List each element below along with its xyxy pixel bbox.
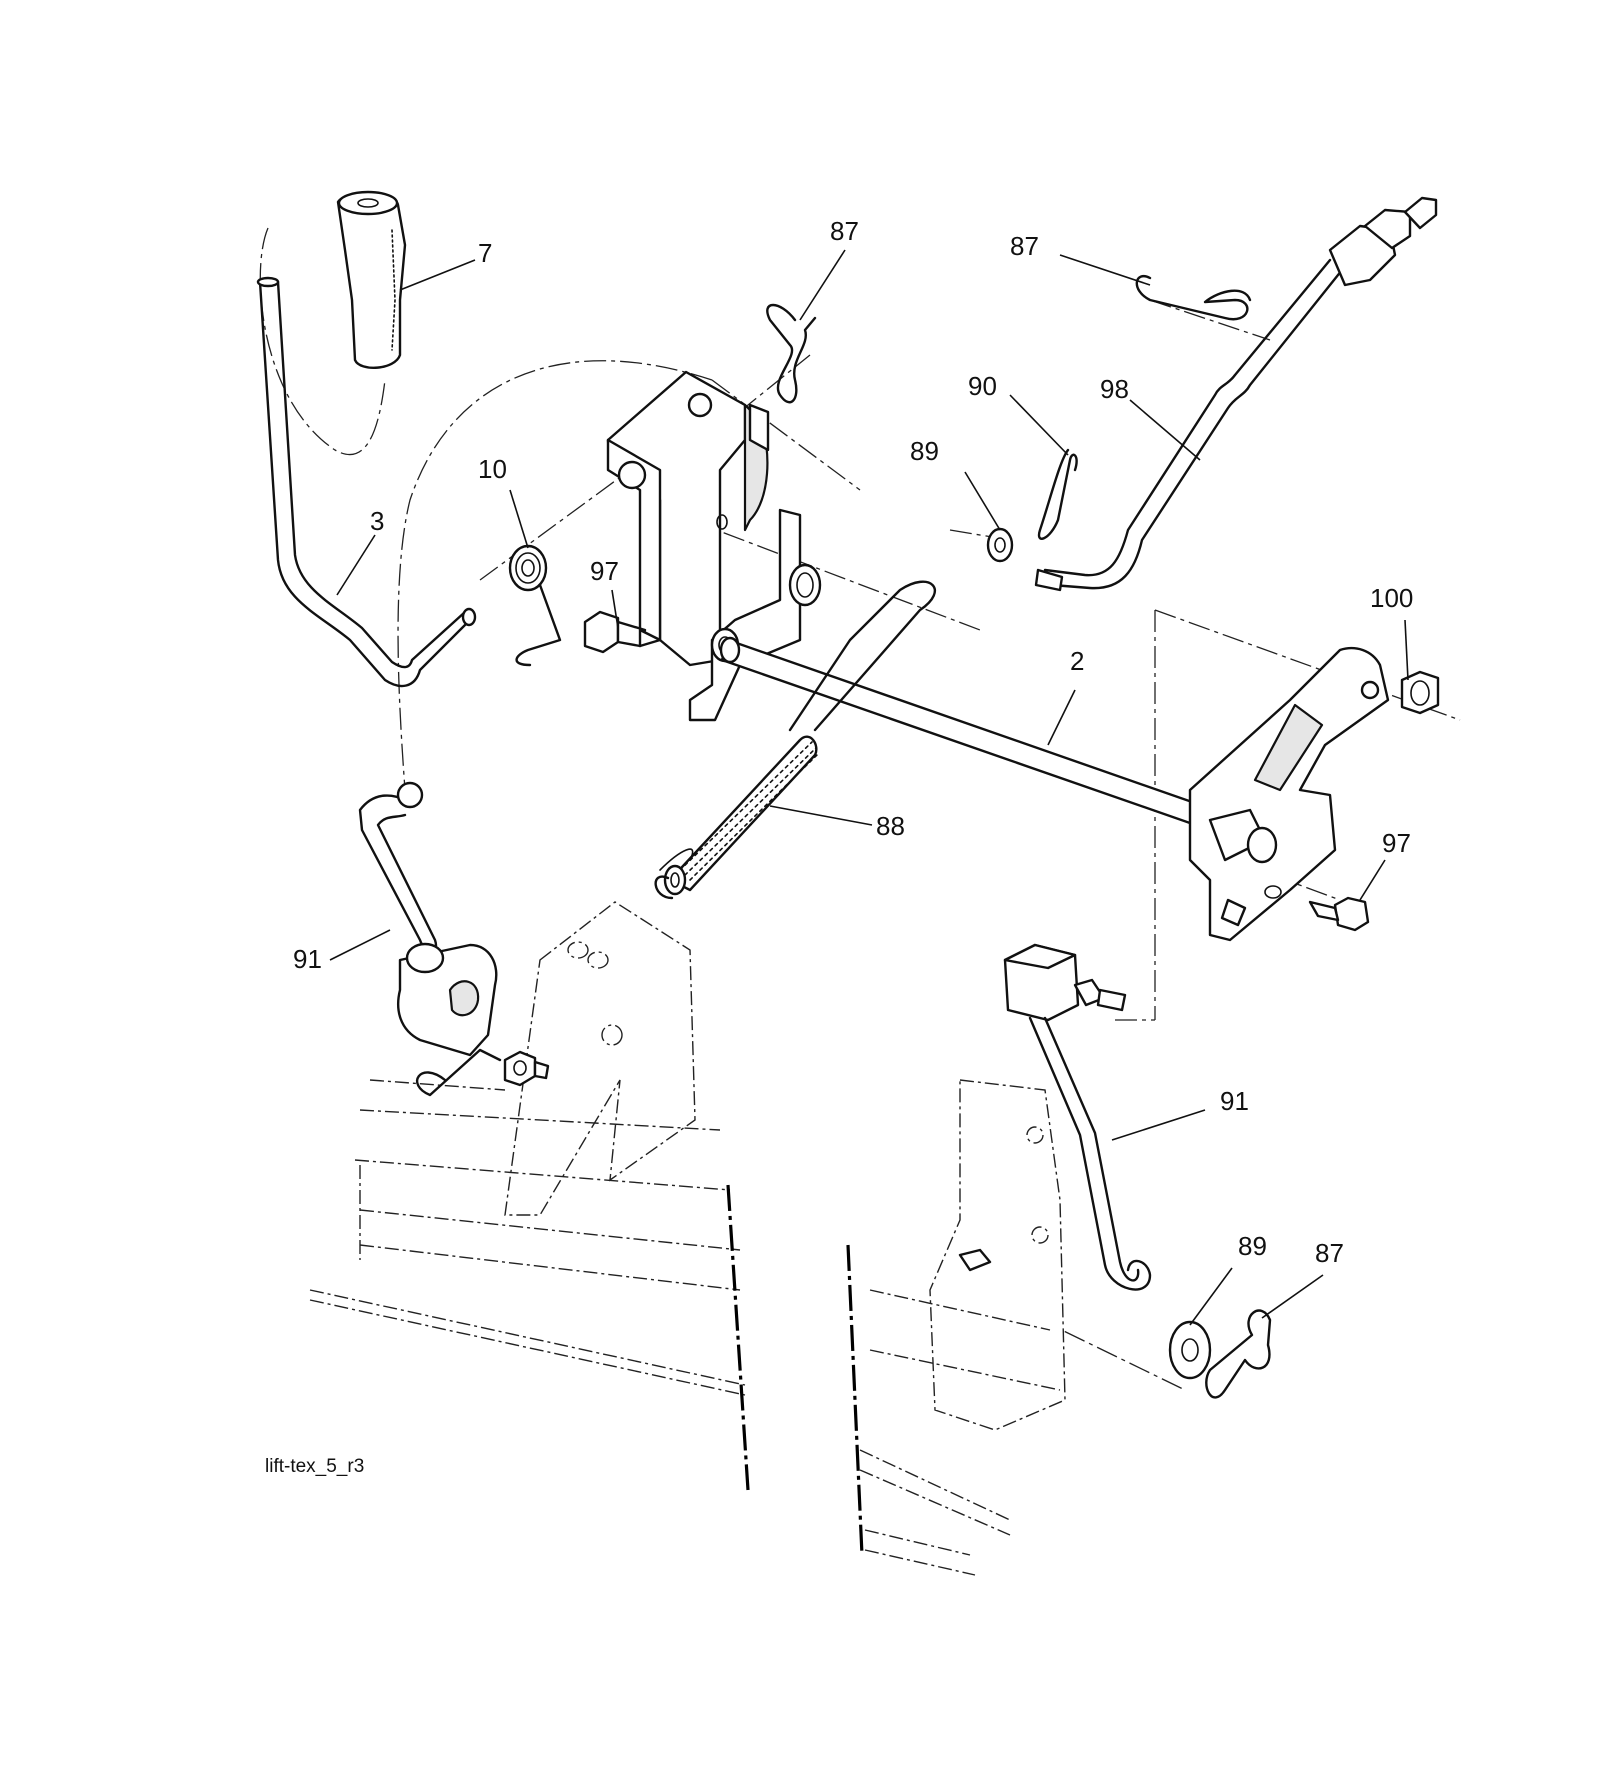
callout-88: 88: [876, 811, 905, 841]
right-lift-arm: [1188, 646, 1390, 942]
deck-frame-left-ghost: [309, 901, 750, 1491]
part-2-cross-shaft: [719, 636, 1217, 832]
part-90-cotter-pin: [1037, 448, 1078, 540]
part-97-bolt-left: [583, 610, 662, 654]
pivot-bracket: [606, 370, 770, 667]
callout-labels: 7 3 10 97 87 87 90 89 98 100 2 88 97 91 …: [293, 216, 1413, 1268]
callout-87-bottom: 87: [1315, 1238, 1344, 1268]
part-91-link-rod-left: [358, 781, 550, 1097]
callout-100: 100: [1370, 583, 1413, 613]
part-87-hairpin-bottom: [1205, 1309, 1272, 1399]
callout-3: 3: [370, 506, 384, 536]
part-98-adjusting-rod: [1034, 196, 1438, 592]
deck-frame-right-ghost: [846, 1079, 1066, 1576]
leader-lines: [329, 249, 1409, 1326]
callout-87-top: 87: [830, 216, 859, 246]
part-88-extension-spring: [654, 580, 937, 900]
callout-98: 98: [1100, 374, 1129, 404]
figure-id: lift-tex_5_r3: [265, 1456, 364, 1477]
part-97-bolt-right: [1308, 896, 1370, 932]
part-91-link-rod-right: [1003, 943, 1152, 1291]
part-89-washer-top: [986, 527, 1014, 563]
callout-7: 7: [478, 238, 492, 268]
callout-2: 2: [1070, 646, 1084, 676]
part-89-washer-bottom: [1168, 1320, 1212, 1380]
part-3-lift-handle: [256, 276, 477, 688]
callout-89-bottom: 89: [1238, 1231, 1267, 1261]
callout-10: 10: [478, 454, 507, 484]
callout-89-top: 89: [910, 436, 939, 466]
part-100-nut: [1400, 670, 1440, 715]
callout-87-topright: 87: [1010, 231, 1039, 261]
callout-97-right: 97: [1382, 828, 1411, 858]
callout-91-right: 91: [1220, 1086, 1249, 1116]
callout-90: 90: [968, 371, 997, 401]
part-10-torsion-spring: [508, 544, 562, 667]
part-7-handle-grip: [336, 190, 407, 369]
part-87-hairpin-topright: [1135, 275, 1252, 321]
callout-91-left: 91: [293, 944, 322, 974]
part-87-hairpin-top: [766, 303, 817, 404]
callout-97-left: 97: [590, 556, 619, 586]
